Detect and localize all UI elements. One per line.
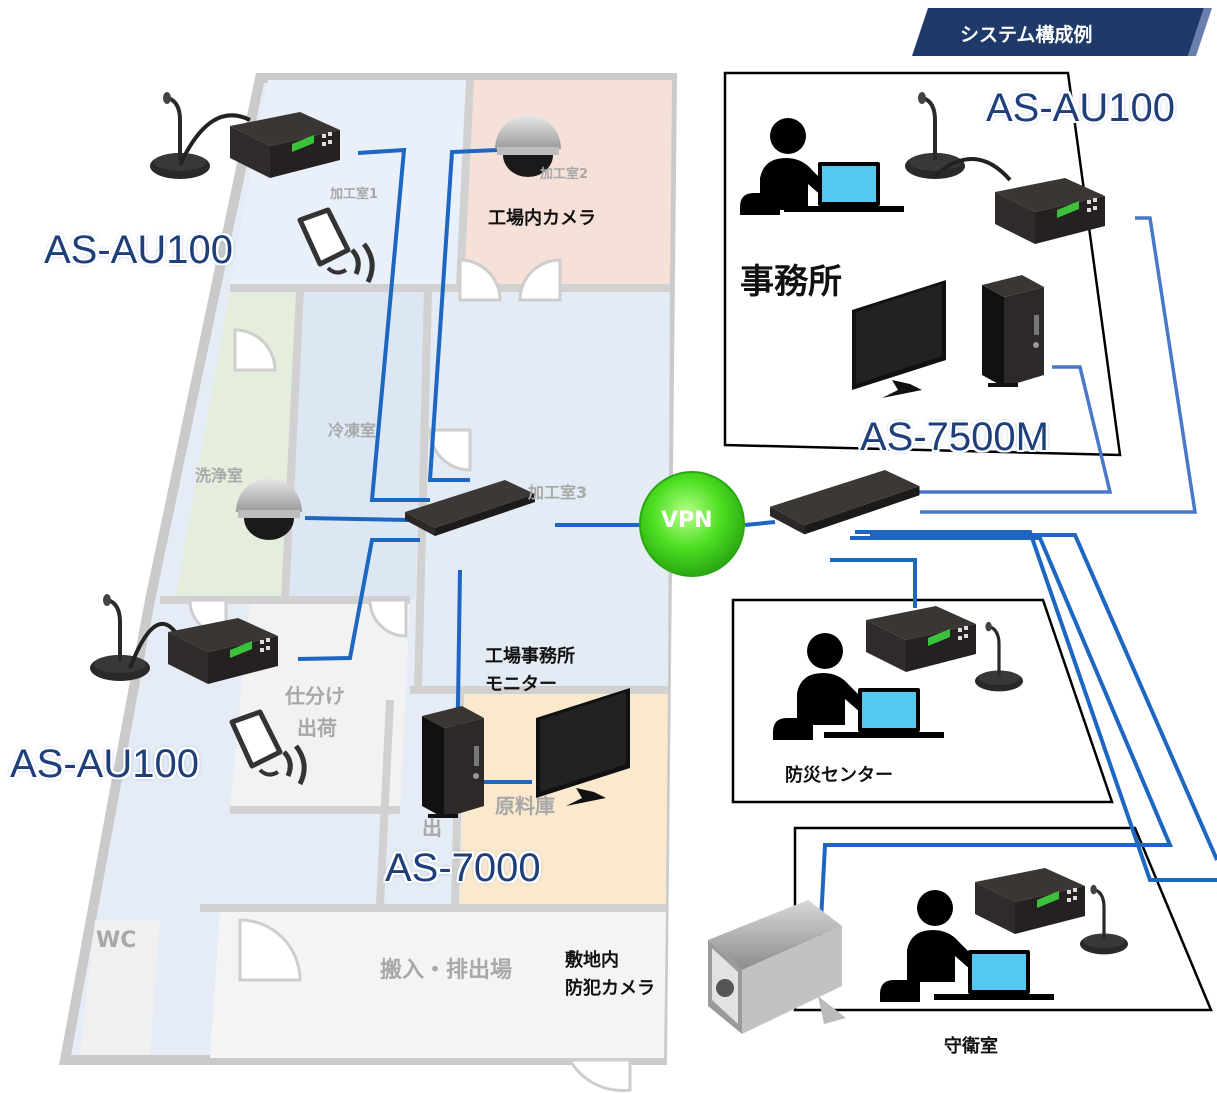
switch-icon-office xyxy=(770,470,920,535)
as-au100-label-office: AS-AU100 xyxy=(986,86,1175,130)
room-exit: 出 xyxy=(422,816,442,840)
chair-icon-disaster xyxy=(773,718,813,740)
as-au100-label-bottom-left: AS-AU100 xyxy=(10,742,199,786)
banner-shape xyxy=(912,8,1204,56)
pc-tower-icon-as7500m xyxy=(982,275,1044,387)
mic-icon-office xyxy=(903,90,967,181)
amplifier-icon-disaster xyxy=(866,606,976,672)
room-sorting-2: 出荷 xyxy=(297,716,337,740)
office-caption: 事務所 xyxy=(740,262,842,302)
room-sorting-1: 仕分け xyxy=(285,684,345,708)
room-raw-storage: 原料庫 xyxy=(495,794,555,818)
room-washing: 洗浄室 xyxy=(195,466,244,485)
as-7500m-label: AS-7500M xyxy=(860,415,1049,459)
bullet-camera-icon-premises xyxy=(708,900,846,1034)
factory-camera-caption: 工場内カメラ xyxy=(488,208,596,229)
chair-icon-office xyxy=(740,193,780,215)
vpn-label: VPN xyxy=(661,508,713,533)
factory-office-monitor-caption-1: 工場事務所 xyxy=(485,646,575,667)
factory-office-monitor-caption-2: モニター xyxy=(485,674,557,695)
network-lines-light xyxy=(918,216,1198,514)
office-outlines xyxy=(723,71,1213,1012)
as-7000-label: AS-7000 xyxy=(385,846,541,890)
premises-camera-caption-1: 敷地内 xyxy=(565,950,619,971)
mic-icon-disaster xyxy=(973,620,1025,694)
amplifier-icon-guard xyxy=(975,868,1085,934)
room-loading: 搬入・排出場 xyxy=(380,958,513,983)
room-freezer: 冷凍室 xyxy=(328,421,377,440)
network-lines xyxy=(297,147,1217,941)
pc-tower-icon-as7000 xyxy=(422,706,484,818)
mic-icon-top-left xyxy=(148,90,212,181)
banner-accent xyxy=(1188,8,1212,56)
monitor-icon-office xyxy=(852,280,946,398)
premises-camera-caption-2: 防犯カメラ xyxy=(565,978,655,999)
room-wc: WC xyxy=(96,928,137,953)
guard-room-caption: 守衛室 xyxy=(944,1036,998,1057)
vpn-icon xyxy=(639,471,745,577)
room-process1: 加工室1 xyxy=(330,187,379,202)
room-process2: 加工室2 xyxy=(540,167,589,182)
banner-title: システム構成例 xyxy=(960,24,1093,46)
amplifier-icon-office xyxy=(995,178,1105,244)
mic-icon-guard xyxy=(1078,883,1130,957)
room-process3: 加工室3 xyxy=(528,483,588,502)
as-au100-label-top-left: AS-AU100 xyxy=(44,228,233,272)
disaster-center-caption: 防災センター xyxy=(785,765,893,786)
chair-icon-guard xyxy=(880,980,920,1002)
